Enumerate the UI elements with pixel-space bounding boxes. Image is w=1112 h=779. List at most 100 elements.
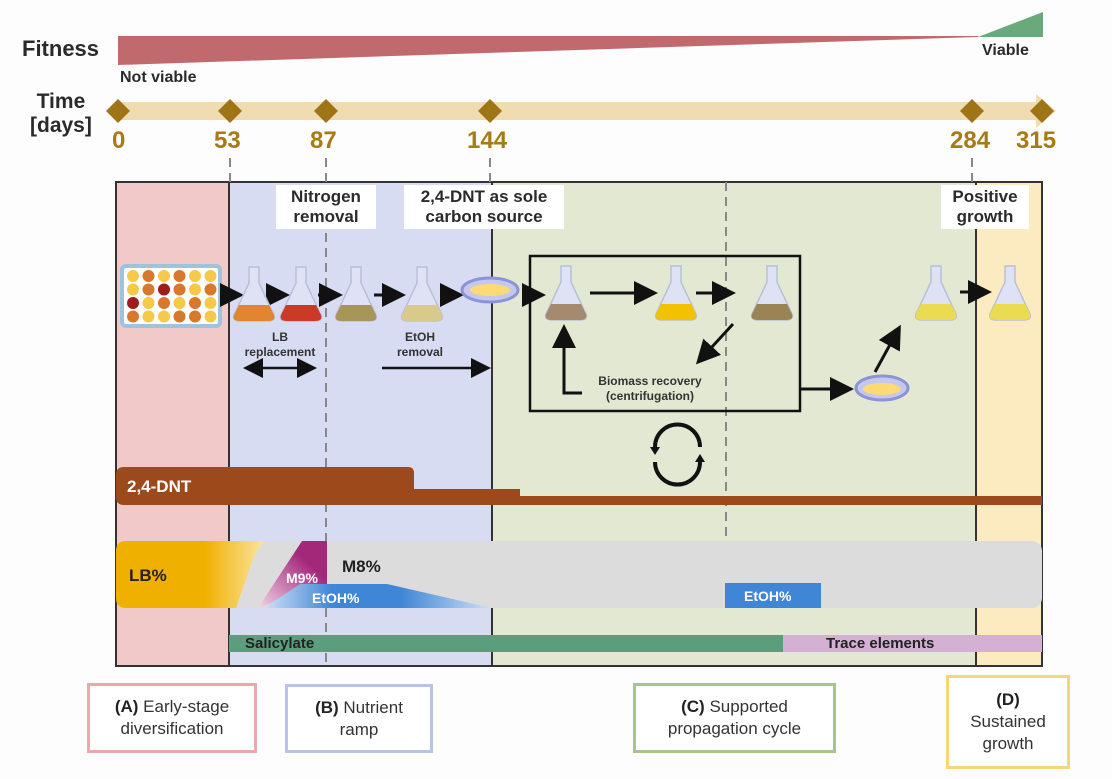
not-viable-label: Not viable — [120, 69, 197, 86]
fitness-not-viable-wedge — [118, 36, 978, 65]
flask-icon — [750, 265, 794, 321]
flow-arrows — [220, 280, 992, 401]
positive-line2: growth — [956, 207, 1014, 226]
well-plate — [120, 264, 222, 328]
flask-icon — [988, 265, 1032, 321]
petri-dish-1 — [460, 276, 520, 304]
legend-phase-c: (C) Supported propagation cycle — [633, 683, 836, 753]
positive-line1: Positive — [952, 187, 1018, 206]
time-label-line2: [days] — [30, 114, 92, 137]
legend-c-line2: propagation cycle — [667, 719, 802, 738]
lb-label: LB% — [129, 566, 167, 585]
etoh-bar-2 — [725, 583, 821, 608]
plate-well — [127, 310, 139, 323]
positive-growth-label: Positive growth — [941, 185, 1029, 229]
flask-icon — [279, 266, 323, 322]
timeline-markers — [106, 99, 1054, 123]
plate-well — [158, 297, 170, 309]
plate-well — [142, 283, 155, 296]
legend-d-line1: Sustained — [970, 712, 1046, 731]
flask-icon — [654, 265, 698, 321]
plate-well — [189, 310, 201, 323]
etoh-label: EtOH% — [312, 590, 360, 606]
plate-well — [142, 310, 155, 323]
plate-well — [142, 270, 155, 282]
dnt-label: 2,4-DNT — [127, 477, 192, 496]
plate-well — [204, 297, 217, 309]
etoh-removal-line2: removal — [396, 345, 444, 359]
tick-53: 53 — [214, 127, 241, 154]
trace-elements-bar — [783, 635, 1042, 652]
plate-well — [158, 270, 170, 282]
legend-b-line1: Nutrient — [343, 697, 403, 717]
plate-well — [173, 297, 186, 309]
petri-dish-2 — [854, 374, 910, 402]
legend-a-letter: (A) — [114, 697, 139, 716]
fitness-gradient — [118, 12, 1043, 65]
lb-replacement-line1: LB — [272, 330, 288, 344]
etoh-ramp — [264, 584, 492, 608]
plate-well — [158, 310, 170, 323]
m8-bar — [228, 541, 1042, 608]
tick-0: 0 — [112, 127, 126, 154]
legend-d-line2: growth — [982, 734, 1034, 753]
flask-icon — [400, 266, 444, 322]
flask-icon — [544, 265, 588, 321]
timeline-marker-53 — [218, 99, 242, 123]
flask-icon — [914, 265, 958, 321]
tick-87: 87 — [310, 127, 337, 154]
time-label-line1: Time — [36, 90, 86, 113]
legend-b-letter: (B) — [315, 697, 339, 717]
timeline-marker-284 — [960, 99, 984, 123]
nitrogen-line2: removal — [293, 207, 359, 226]
timeline-marker-144 — [478, 99, 502, 123]
lb-replacement-line2: replacement — [244, 345, 316, 359]
flask-icon — [334, 266, 378, 322]
trace-elements-label: Trace elements — [826, 635, 935, 652]
timeline-marker-315 — [1030, 99, 1054, 123]
etoh-removal-line1: EtOH — [405, 330, 435, 344]
lb-replacement-label: LB replacement — [240, 330, 320, 360]
nitrogen-removal-label: Nitrogen removal — [276, 185, 376, 229]
dnt-sole-line1: 2,4-DNT as sole — [420, 187, 548, 206]
arrow-biomass-return — [552, 324, 582, 395]
m9-wedge — [258, 541, 327, 608]
viable-label: Viable — [982, 42, 1029, 59]
tick-284: 284 — [950, 127, 991, 154]
main-frame — [115, 181, 1043, 667]
plate-well — [142, 297, 155, 309]
plate-well — [189, 283, 201, 296]
recycle-icon — [653, 422, 702, 487]
legend-d-letter: (D) — [996, 690, 1020, 709]
etoh-2-label: EtOH% — [744, 588, 792, 604]
m9-label: M9% — [286, 570, 318, 586]
tick-144: 144 — [467, 127, 508, 154]
legend-phase-b: (B) Nutrient ramp — [285, 684, 433, 753]
salicylate-bar — [229, 635, 783, 652]
dnt-sole-carbon-label: 2,4-DNT as sole carbon source — [404, 185, 564, 229]
biomass-recovery-label: Biomass recovery (centrifugation) — [580, 374, 720, 404]
time-label: Time [days] — [30, 90, 92, 138]
plate-well — [189, 297, 201, 309]
fitness-viable-wedge — [978, 12, 1043, 37]
nitrogen-line1: Nitrogen — [291, 187, 361, 206]
legend-a-line1: Early-stage — [143, 697, 230, 716]
biomass-line2: (centrifugation) — [606, 389, 694, 403]
salicylate-label: Salicylate — [245, 635, 315, 652]
plate-well — [204, 270, 217, 282]
arrow-flask7-biomass — [695, 322, 735, 365]
plate-well — [173, 270, 186, 282]
timeline-marker-0 — [106, 99, 130, 123]
legend-b-line2: ramp — [339, 719, 379, 739]
tick-315: 315 — [1016, 127, 1057, 154]
timeline-marker-87 — [314, 99, 338, 123]
plate-well — [173, 310, 186, 323]
flask-icon — [232, 266, 276, 322]
propagation-cycle-box — [528, 254, 802, 413]
dnt-bar — [116, 467, 1042, 505]
legend-c-line1: Supported — [709, 697, 788, 716]
arrow-dish2-flask8 — [873, 324, 901, 373]
plate-well — [158, 283, 170, 296]
